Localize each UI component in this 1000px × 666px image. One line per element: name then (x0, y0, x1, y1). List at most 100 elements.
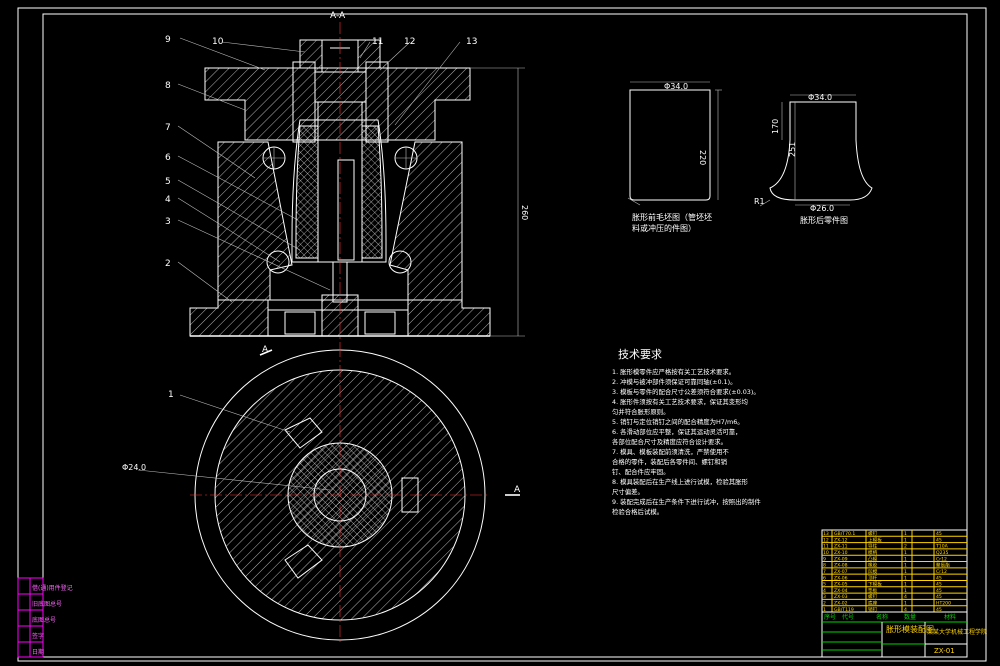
center-note: Φ24.0 (122, 463, 146, 472)
bom-cell: 1 (904, 563, 907, 569)
bom-cell: 1 (904, 588, 907, 594)
tech-item: 1. 胀形模零件应严格按有关工艺技术要求。 (612, 367, 735, 376)
part-label-8: 8 (165, 81, 171, 91)
bom-cell: 1 (904, 531, 907, 537)
bom-cell: 1 (904, 582, 907, 588)
bom-cell: 3 (823, 594, 826, 600)
bom-cell: 1 (904, 550, 907, 556)
bom-cell: Cr12 (936, 569, 947, 575)
bom-cell: ZX-04 (834, 588, 848, 594)
part-label-13: 13 (466, 37, 477, 47)
bom-cell: ZX-07 (834, 569, 848, 575)
title-block (821, 529, 968, 658)
plan-view (137, 345, 520, 645)
bom-cell: ZX-09 (834, 556, 848, 562)
bom-cell: 螺钉 (868, 530, 878, 537)
bom-cell: 4 (904, 594, 907, 600)
bom-cell: 导柱 (868, 543, 878, 550)
bom-cell: 2 (823, 600, 826, 606)
bom-cell: 45 (936, 582, 942, 588)
section-arrow-label-top: A (262, 345, 269, 355)
tech-item: 各部位配合尺寸及精度应符合设计要求。 (612, 437, 727, 446)
part-label-6: 6 (165, 153, 171, 163)
tech-requirements: 技术要求 1. 胀形模零件应严格按有关工艺技术要求。 2. 冲模与被冲部件须保证… (612, 348, 761, 516)
bom-cell: 1 (904, 556, 907, 562)
bom-cell: ZX-06 (834, 575, 848, 581)
section-arrow-label-right: A (514, 485, 521, 495)
school-name: 某某大学机械工程学院 (927, 628, 987, 636)
tech-title: 技术要求 (618, 348, 662, 361)
bom-cell: 7 (823, 569, 826, 575)
part-caption: 胀形后零件图 (800, 215, 848, 225)
side-strip: 借(通)用件登记 旧底图总号 底图总号 签字 日期 (17, 577, 73, 658)
bom-cell: 凸模 (868, 555, 878, 562)
part-label-12: 12 (404, 37, 415, 47)
side-strip-cell: 日期 (32, 648, 44, 656)
bom-header: 材料 (944, 613, 956, 621)
bom-header: 序号 (824, 613, 836, 621)
section-view: 260 (189, 22, 529, 345)
tech-item: 钉、配合件应牢固。 (612, 467, 670, 476)
bom-cell: 螺钉 (868, 593, 878, 600)
bom-cell: 11 (823, 544, 829, 550)
bom-cell: 聚氨酯 (936, 562, 950, 569)
side-strip-cell: 底图总号 (32, 616, 56, 624)
bom-cell: 45 (936, 594, 942, 600)
bom-header: 数量 (904, 613, 916, 621)
section-mark: A-A (330, 11, 346, 21)
tech-item: 9. 装配完成后在生产条件下进行试冲，按照出的制件 (612, 497, 761, 506)
part-label-2: 2 (165, 259, 171, 269)
bom-cell: HT200 (936, 600, 951, 606)
bom-cell: 1 (904, 537, 907, 543)
bom-cell: 1 (904, 600, 907, 606)
bom-cell: 模柄 (868, 549, 878, 556)
bom-header: 名称 (876, 613, 888, 621)
blank-drawing (627, 81, 722, 206)
bom-cell: 1 (904, 569, 907, 575)
bom-cell: ZX-10 (834, 550, 848, 556)
outer-frame (17, 7, 987, 662)
blank-top-dim: Φ34.0 (664, 82, 688, 91)
part-label-11: 11 (372, 37, 383, 47)
tech-item: 3. 模板与零件的配合尺寸公差须符合要求(±0.03)。 (612, 387, 760, 396)
bom-cell: Cr12 (936, 556, 947, 562)
part-label-9: 9 (165, 35, 171, 45)
drawing-code: ZX-01 (934, 647, 955, 655)
bom-cell: ZX-05 (834, 582, 848, 588)
blank-caption-2: 料或冲压的件图） (632, 223, 696, 233)
bom-cell: 1 (823, 607, 826, 613)
part-radius-dim: R1 (754, 197, 765, 206)
drawing-title: 胀形模装配图 (886, 624, 934, 634)
tech-item: 2. 冲模与被冲部件须保证可靠同轴(±0.1)。 (612, 377, 737, 386)
part-label-3: 3 (165, 217, 171, 227)
part-label-5: 5 (165, 177, 171, 187)
bom-cell: 6 (823, 575, 826, 581)
bom-cell: 4 (823, 588, 826, 594)
bom-cell: 上模板 (868, 536, 882, 543)
bom-cell: ZX-11 (834, 544, 848, 550)
bom-cell: ZX-08 (834, 563, 848, 569)
tech-item: 尺寸偏差。 (612, 487, 644, 496)
part-label-4: 4 (165, 195, 171, 205)
part-drawing (759, 94, 873, 207)
bom-cell: 45 (936, 588, 942, 594)
side-strip-cell: 签字 (32, 632, 44, 640)
part-height1-dim: 170 (771, 119, 780, 134)
bom-cell: 8 (823, 563, 826, 569)
tech-item: 5. 销钉与定位销钉之间的配合精度为H7/m6。 (612, 417, 744, 426)
bom-cell: 垫板 (868, 587, 878, 594)
bom-cell: GB/T119 (834, 607, 854, 613)
plan-part-label-1: 1 (168, 390, 174, 400)
part-height2-dim: 251 (788, 142, 797, 157)
height-dimension: 260 (520, 205, 529, 220)
bom-cell: ZX-02 (834, 600, 848, 606)
bom-cell: Q235 (936, 550, 948, 556)
bom-cell: 12 (823, 537, 829, 543)
tech-item: 检验合格后试模。 (612, 507, 663, 516)
bom-cell: 下模板 (868, 581, 882, 588)
bom-cell: 2 (904, 544, 907, 550)
part-label-7: 7 (165, 123, 171, 133)
bom-cell: 9 (823, 556, 826, 562)
